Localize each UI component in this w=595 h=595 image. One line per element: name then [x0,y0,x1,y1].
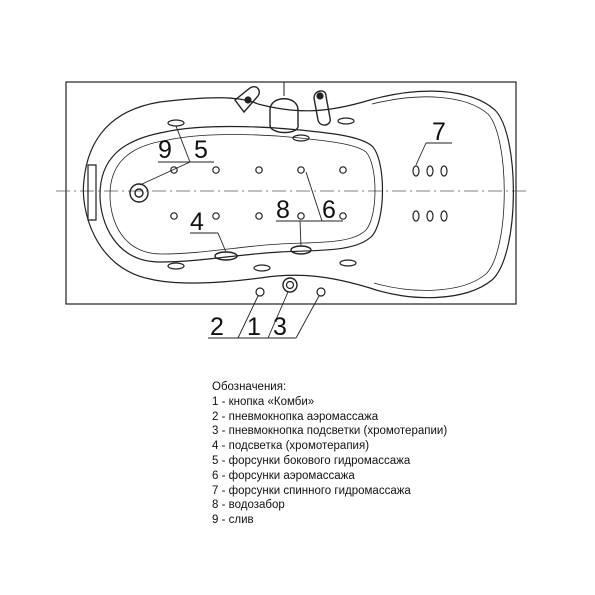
handle-right-icon [313,90,331,126]
headrest-pad [87,164,97,221]
water-intake [290,245,312,255]
legend-item: 5 - форсунки бокового гидромассажа [212,454,411,467]
faucet-body [269,98,299,134]
air-jets-top [170,166,347,174]
drain-inner [134,188,144,198]
callout-1: 1 [247,313,261,341]
air-jets-bottom [170,212,347,220]
callout-4: 4 [190,208,204,236]
handle-left-icon [234,86,260,114]
tub-floor-inner-line [109,134,376,255]
legend-item: 4 - подсветка (хромотерапия) [212,440,370,453]
back-jets [412,165,448,222]
legend-item: 3 - пневмокнопка подсветки (хромотерапии… [212,425,448,438]
legend-item: 6 - форсунки аэромассажа [212,469,355,482]
legend-item: 2 - пневмокнопка аэромассажа [212,410,379,423]
tub-outer-rim [65,81,517,305]
legend-item: 9 - слив [212,514,254,527]
tub-floor-outline [99,125,384,263]
side-jets [167,117,357,272]
button-combi-inner [285,280,295,290]
callout-2: 2 [210,313,224,341]
tub-bowl-inner-line [371,96,505,291]
legend: Обозначения: 1 - кнопка «Комби» 2 - пнев… [212,380,447,528]
button-combi-outer [282,277,298,293]
button-light [316,287,326,297]
drain-outer [129,183,149,203]
callout-5: 5 [194,136,208,164]
callout-3: 3 [273,313,287,341]
button-air [255,287,265,297]
tub-bowl-outline [82,90,514,299]
leader-lines [139,125,452,339]
callout-8: 8 [276,196,290,224]
legend-item: 8 - водозабор [212,499,285,512]
legend-title: Обозначения: [212,381,287,393]
callout-6: 6 [322,196,336,224]
callout-7: 7 [432,118,446,146]
callout-9: 9 [158,136,172,164]
legend-item: 7 - форсунки спинного гидромассажа [212,484,411,497]
legend-item: 1 - кнопка «Комби» [212,395,315,408]
